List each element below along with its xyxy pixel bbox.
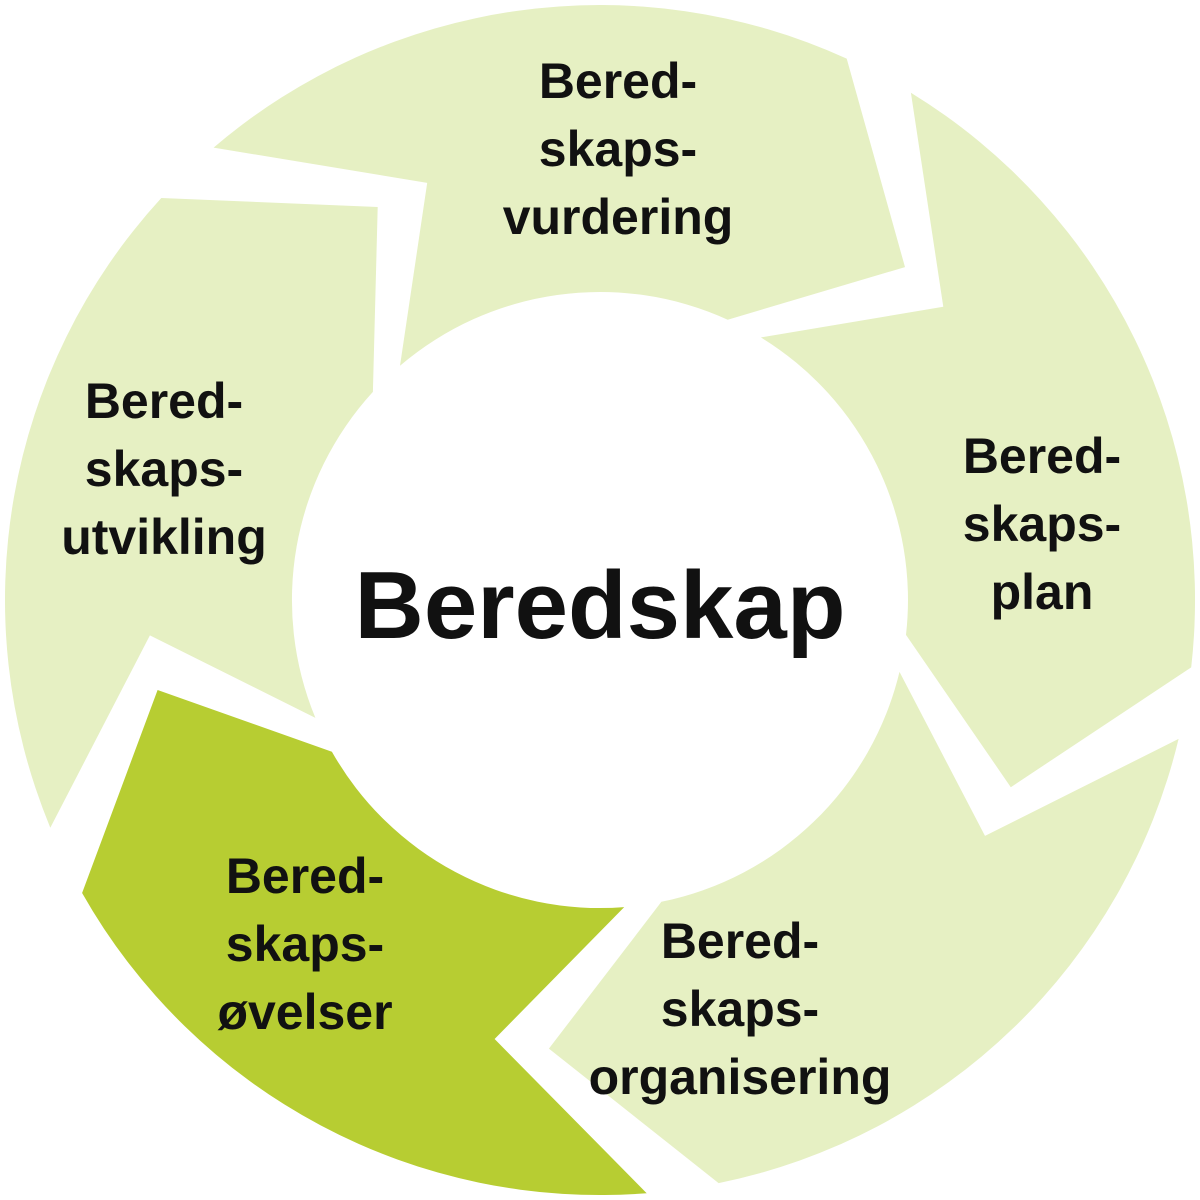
- segment-label-5: Bered-skaps-utvikling: [61, 373, 267, 565]
- segment-label-line: organisering: [589, 1049, 892, 1105]
- segment-label-line: Bered-: [539, 53, 697, 109]
- segment-label-line: utvikling: [61, 509, 267, 565]
- segment-label-line: Bered-: [226, 848, 384, 904]
- segment-label-line: Bered-: [661, 913, 819, 969]
- cycle-segment-1: [213, 5, 906, 366]
- segment-label-line: vurdering: [503, 189, 734, 245]
- segment-label-line: Bered-: [85, 373, 243, 429]
- segment-label-2: Bered-skaps-plan: [963, 428, 1121, 620]
- segment-label-line: skaps-: [85, 441, 243, 497]
- segment-label-3: Bered-skaps-organisering: [589, 913, 892, 1105]
- segment-label-line: Bered-: [963, 428, 1121, 484]
- cycle-segment-2: [760, 92, 1196, 788]
- cycle-segment-5: [4, 198, 378, 828]
- cycle-segment-3: [548, 671, 1179, 1184]
- segment-label-line: plan: [991, 564, 1094, 620]
- labels-layer: Bered-skaps-vurderingBered-skaps-planBer…: [61, 53, 1121, 1105]
- center-label: Beredskap: [355, 552, 846, 659]
- segment-label-line: skaps-: [661, 981, 819, 1037]
- segment-label-4: Bered-skaps-øvelser: [217, 848, 392, 1040]
- segment-label-line: skaps-: [963, 496, 1121, 552]
- segment-label-1: Bered-skaps-vurdering: [503, 53, 734, 245]
- cycle-segment-4: [82, 690, 647, 1196]
- segments-layer: [4, 5, 1196, 1196]
- segment-label-line: skaps-: [539, 121, 697, 177]
- segment-label-line: øvelser: [217, 984, 392, 1040]
- segment-label-line: skaps-: [226, 916, 384, 972]
